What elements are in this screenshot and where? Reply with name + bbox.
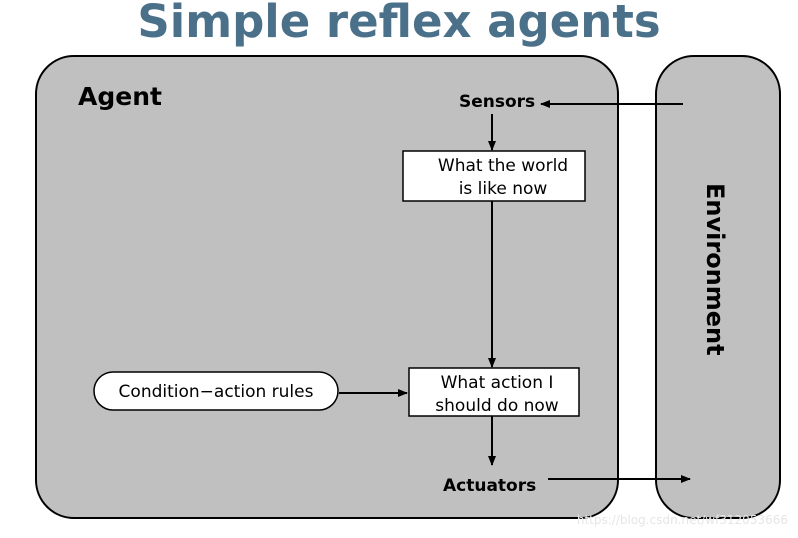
action-line2: should do now xyxy=(435,396,558,416)
action-line1: What action I xyxy=(441,373,554,393)
diagram-title: Simple reflex agents xyxy=(137,0,661,48)
world-state-box xyxy=(402,150,586,202)
rules-pill xyxy=(93,371,339,411)
world-state-line2: is like now xyxy=(459,179,548,199)
world-state-line1: What the world xyxy=(438,156,568,176)
agent-panel xyxy=(35,55,619,519)
actuators-label: Actuators xyxy=(443,476,536,496)
rules-label: Condition−action rules xyxy=(119,382,314,402)
environment-label: Environment xyxy=(701,183,729,356)
environment-panel xyxy=(655,55,781,519)
sensors-label: Sensors xyxy=(459,92,535,112)
watermark-text: https://blog.csdn.net/wf312053666 xyxy=(577,513,788,527)
agent-label: Agent xyxy=(78,82,162,111)
action-box xyxy=(408,367,580,417)
